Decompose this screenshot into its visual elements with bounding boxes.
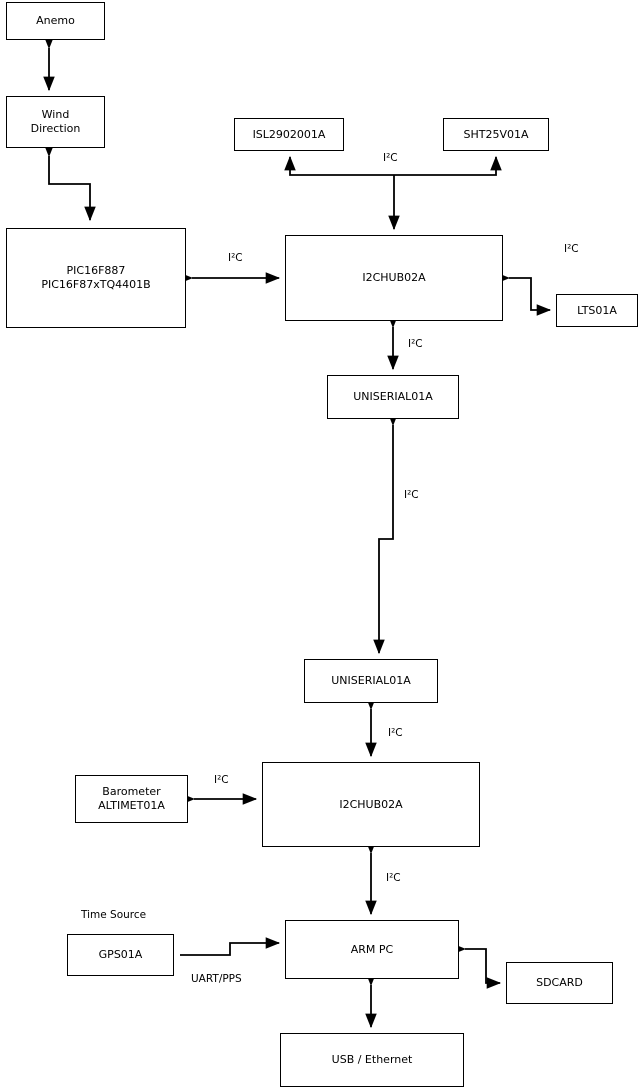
edge-label-i2c-uniserial-hub: I²C xyxy=(388,727,403,739)
node-wind-direction[interactable]: Wind Direction xyxy=(6,96,105,148)
node-sdcard[interactable]: SDCARD xyxy=(506,962,613,1004)
node-i2chub02a-top[interactable]: I2CHUB02A xyxy=(285,235,503,321)
node-usb-ethernet[interactable]: USB / Ethernet xyxy=(280,1033,464,1087)
edge-label-uart-pps: UART/PPS xyxy=(191,973,242,985)
node-uniserial01a-bottom[interactable]: UNISERIAL01A xyxy=(304,659,438,703)
edge-label-i2c-hub-armpc: I²C xyxy=(386,872,401,884)
node-i2chub02a-bottom[interactable]: I2CHUB02A xyxy=(262,762,480,847)
node-gps01a[interactable]: GPS01A xyxy=(67,934,174,976)
node-anemo[interactable]: Anemo xyxy=(6,2,105,40)
node-isl2902001a[interactable]: ISL2902001A xyxy=(234,118,344,151)
node-uniserial01a-top[interactable]: UNISERIAL01A xyxy=(327,375,459,419)
edge-label-i2c-pic-hub: I²C xyxy=(228,252,243,264)
edge-label-i2c-barometer: I²C xyxy=(214,774,229,786)
edge-label-i2c-long-link: I²C xyxy=(404,489,419,501)
edge-label-i2c-hub-uniserial: I²C xyxy=(408,338,423,350)
label-time-source: Time Source xyxy=(81,909,147,921)
node-lts01a[interactable]: LTS01A xyxy=(556,294,638,327)
node-sht25v01a[interactable]: SHT25V01A xyxy=(443,118,549,151)
node-arm-pc[interactable]: ARM PC xyxy=(285,920,459,979)
edge-label-i2c-lts: I²C xyxy=(564,243,579,255)
edge-label-i2c-top-bus: I²C xyxy=(383,152,398,164)
node-barometer[interactable]: Barometer ALTIMET01A xyxy=(75,775,188,823)
node-pic-mcu[interactable]: PIC16F887 PIC16F87xTQ4401B xyxy=(6,228,186,328)
